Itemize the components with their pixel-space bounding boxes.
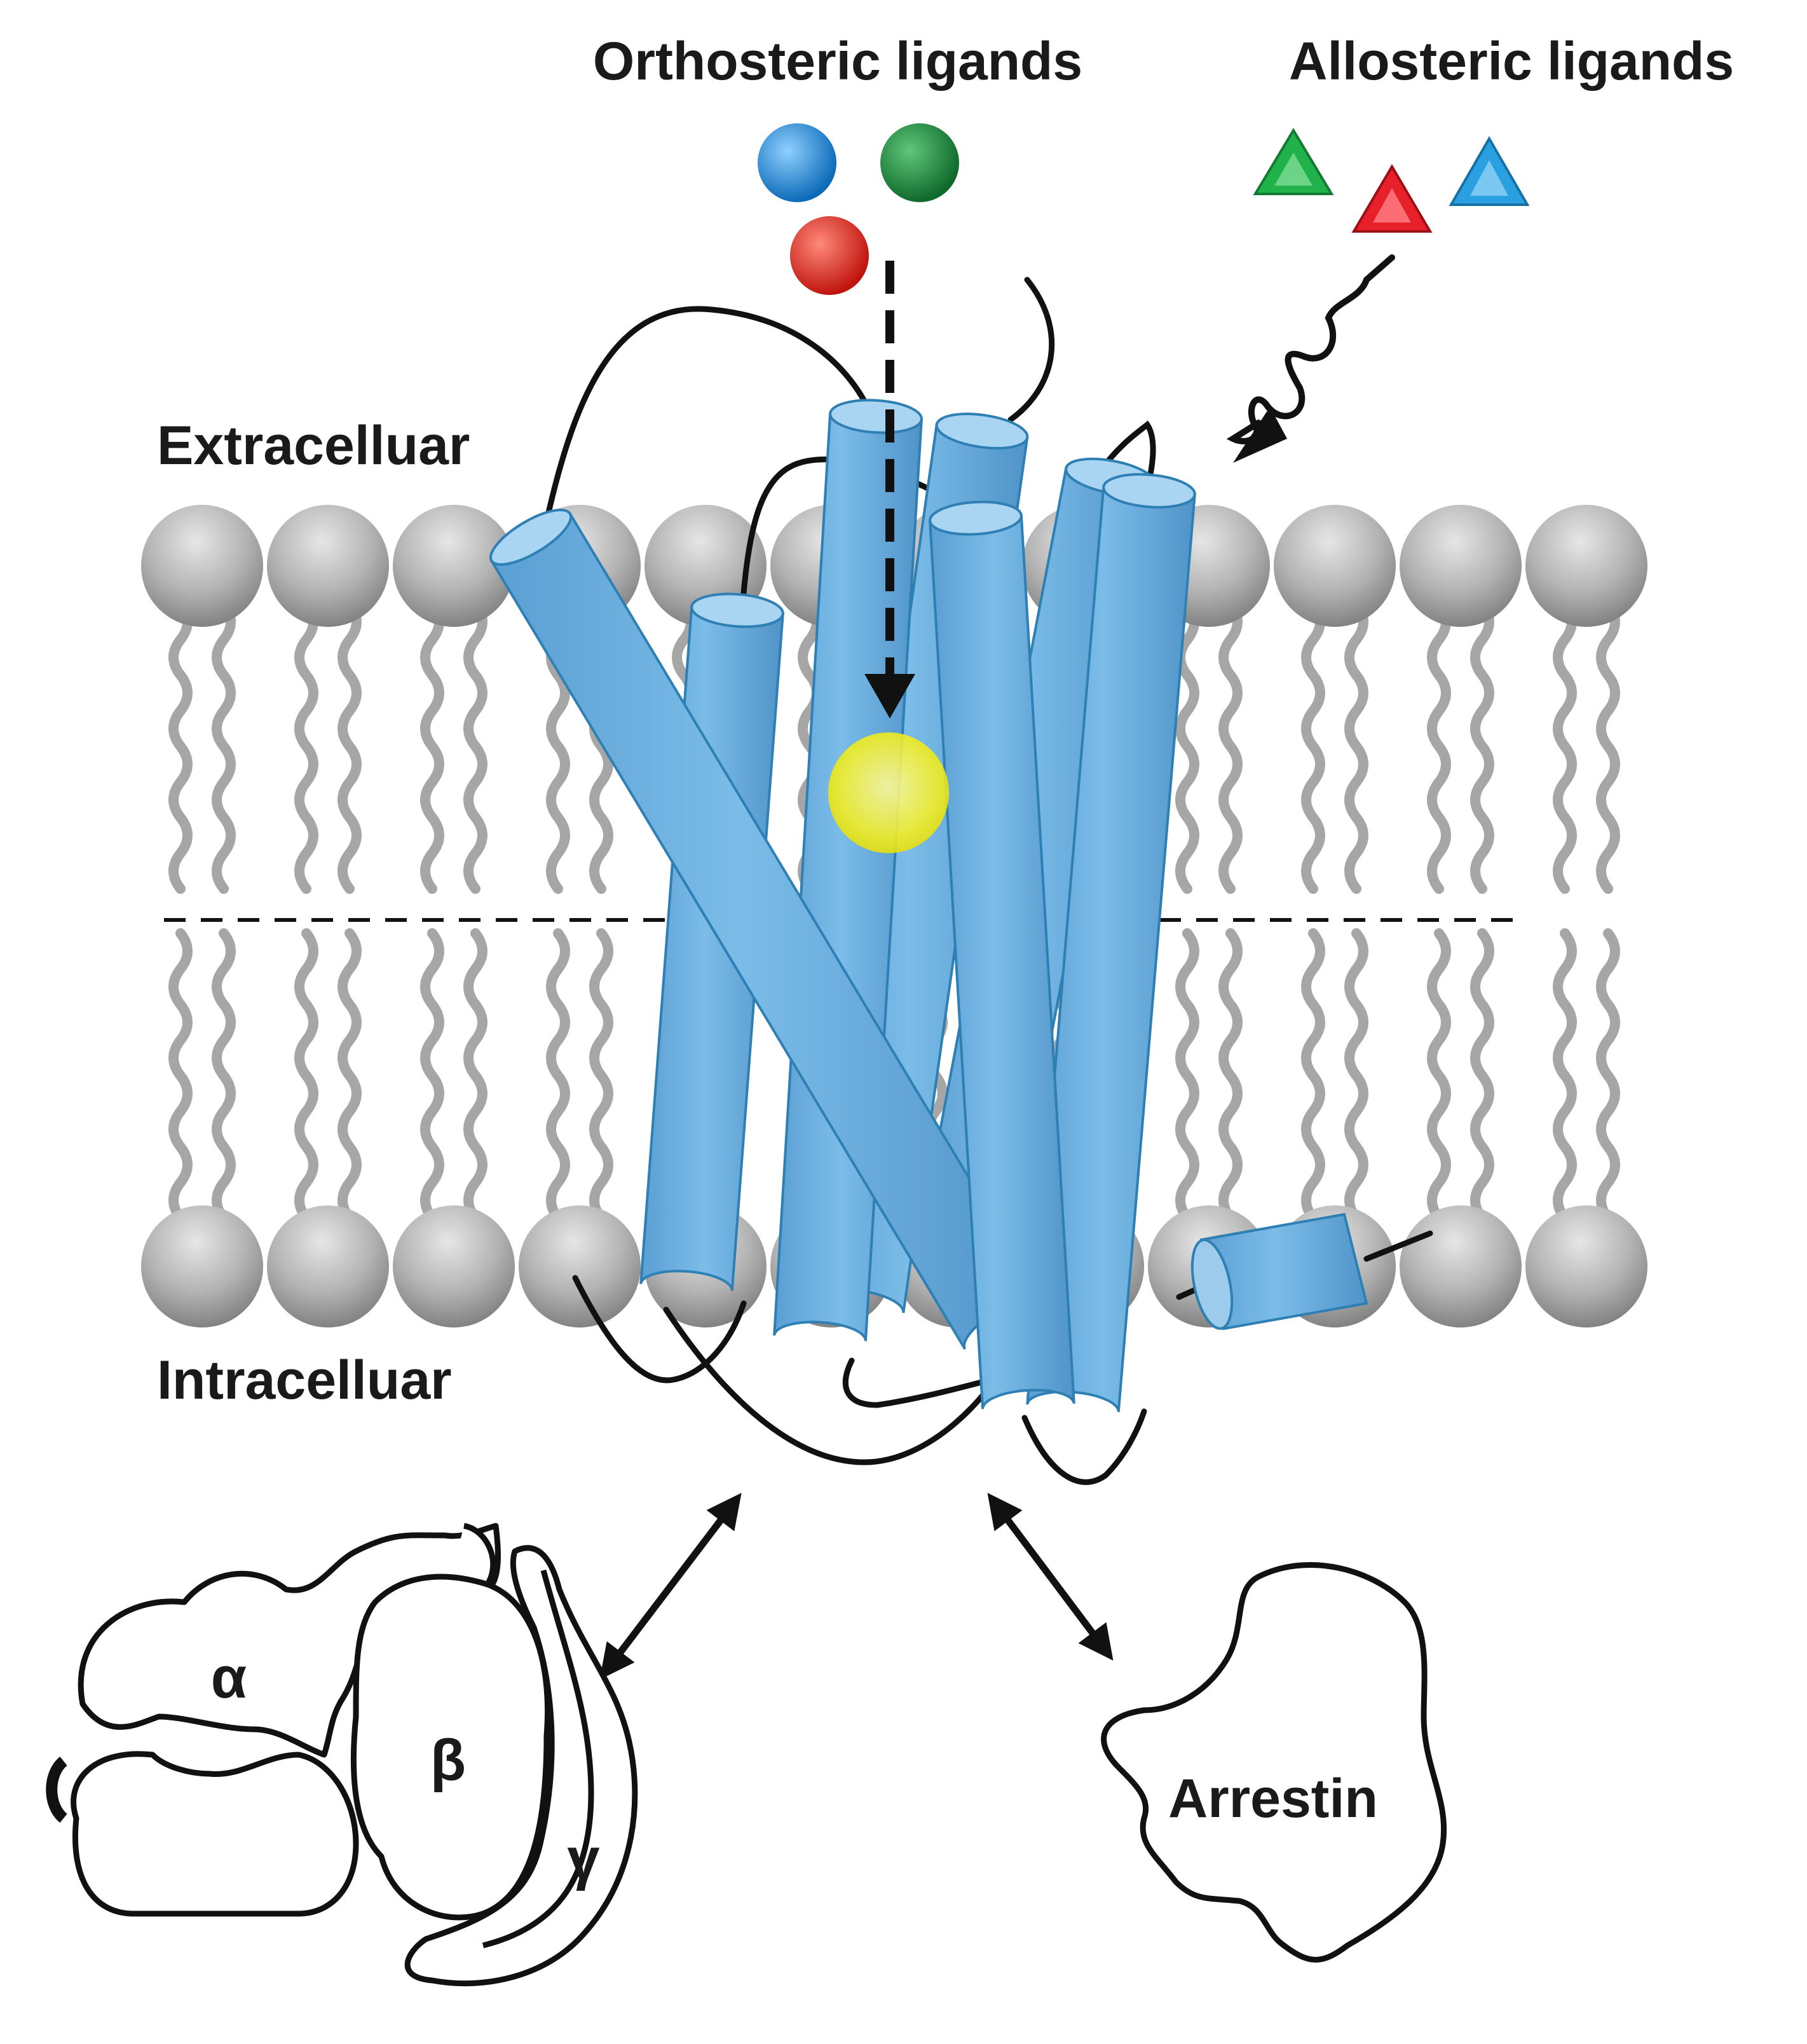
g-gamma-label: γ	[567, 1827, 599, 1891]
g-alpha-lower	[71, 1751, 359, 1917]
allosteric-ligands	[1253, 128, 1530, 233]
allosteric-arrow	[1226, 254, 1395, 463]
lipid-head	[393, 1205, 515, 1327]
lipid-head	[1525, 1205, 1647, 1327]
ligand-red-sphere	[790, 216, 869, 295]
ligand-green-sphere	[880, 123, 959, 202]
lipid-tail	[1427, 928, 1451, 1223]
lipid-head	[267, 1205, 389, 1327]
binding-site	[828, 732, 949, 853]
ligand-blue-sphere	[758, 123, 836, 202]
transmembrane-helices	[489, 399, 1196, 1413]
ligand-green-triangle	[1253, 128, 1334, 195]
arrestin-label: Arrestin	[1168, 1768, 1378, 1829]
helix-tm7	[929, 500, 1075, 1410]
lipid-tail	[546, 928, 570, 1223]
orthosteric-ligands	[758, 123, 959, 295]
intracellular-label: Intracelluar	[157, 1350, 452, 1411]
lipid-head	[393, 505, 515, 627]
g-alpha-link	[46, 1756, 68, 1823]
allosteric-ligands-label: Allosteric ligands	[1289, 31, 1734, 91]
orthosteric-arrow	[864, 261, 915, 718]
lipid-tail	[1470, 599, 1494, 894]
lipid-tail	[1344, 928, 1368, 1223]
lipid-tail	[420, 599, 444, 894]
lipid-tail	[168, 928, 193, 1223]
lipid-tail	[294, 599, 318, 894]
lipid-head	[1400, 505, 1522, 627]
lipid-tail	[589, 928, 613, 1223]
lipid-tail	[212, 599, 236, 894]
lipid-tail	[212, 928, 236, 1223]
helix-8	[1190, 1212, 1368, 1331]
lipid-head	[141, 1205, 263, 1327]
lipid-tail	[1553, 928, 1577, 1223]
lipid-tail	[463, 599, 488, 894]
arrestin-arrow	[987, 1493, 1114, 1661]
lipid-tail	[463, 928, 488, 1223]
helix-tm4	[1026, 473, 1196, 1413]
lipid-tail	[338, 928, 362, 1223]
lipid-tail	[1596, 599, 1620, 894]
lipid-head	[1400, 1205, 1522, 1327]
lipid-head	[1274, 505, 1396, 627]
helix-tm5	[639, 593, 784, 1291]
g-protein	[46, 1523, 638, 1987]
lipid-tail	[1301, 928, 1325, 1223]
lipid-tail	[1596, 928, 1620, 1223]
lipid-head	[141, 505, 263, 627]
g-alpha-label: α	[211, 1645, 247, 1710]
lipid-head	[519, 1205, 641, 1327]
lipid-tail	[1218, 599, 1243, 894]
lipid-tail	[1470, 928, 1494, 1223]
extracellular-label: Extracelluar	[157, 415, 470, 476]
lipid-tail	[1175, 928, 1199, 1223]
lipid-tail	[168, 599, 193, 894]
lipid-head	[267, 505, 389, 627]
lipid-tail	[1301, 599, 1325, 894]
lipid-tail	[1218, 928, 1243, 1223]
lipid-tail	[338, 599, 362, 894]
orthosteric-ligands-label: Orthosteric ligands	[593, 31, 1082, 91]
lipid-tail	[420, 928, 444, 1223]
ligand-blue-triangle	[1449, 135, 1530, 206]
g-protein-arrow	[599, 1493, 742, 1680]
lipid-head	[1525, 505, 1647, 627]
g-beta-label: β	[430, 1728, 466, 1793]
arrestin	[1101, 1562, 1447, 1963]
lipid-tail	[294, 928, 318, 1223]
lipid-tail	[1553, 599, 1577, 894]
lipid-tail	[1344, 599, 1368, 894]
ligand-red-triangle	[1351, 164, 1433, 233]
helix-tm3	[773, 399, 923, 1341]
lipid-tail	[1427, 599, 1451, 894]
